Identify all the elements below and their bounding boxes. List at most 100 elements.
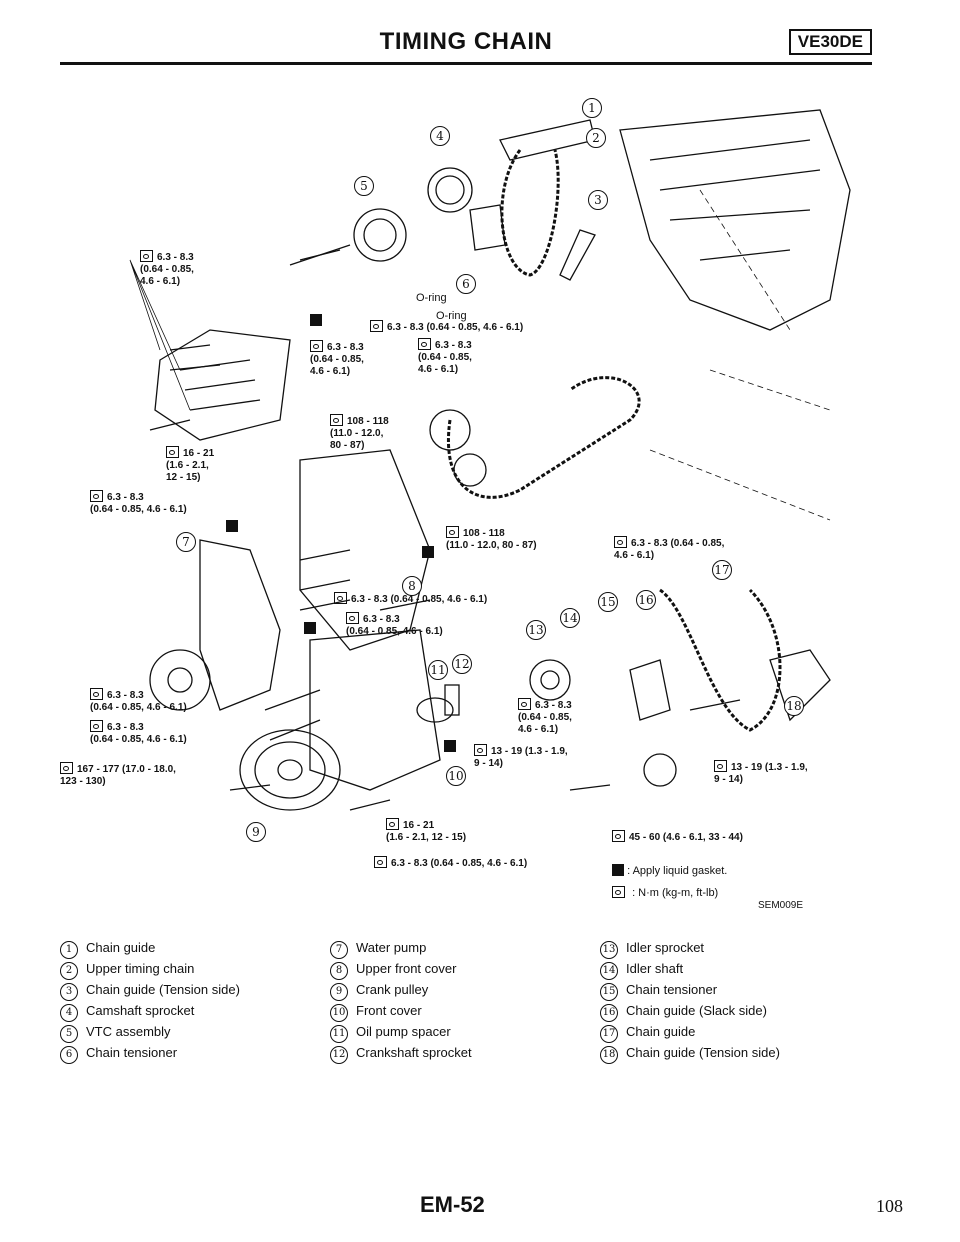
callout-16: 16 <box>636 590 656 610</box>
torque-icon <box>418 338 431 350</box>
torque-spec: 6.3 - 8.3 (0.64 - 0.85, 4.6 - 6.1) <box>418 338 472 375</box>
torque-spec: 108 - 118 (11.0 - 12.0, 80 - 87) <box>330 414 389 451</box>
torque-spec: 6.3 - 8.3 (0.64 - 0.85, 4.6 - 6.1) <box>614 536 725 561</box>
torque-icon <box>518 698 531 710</box>
torque-icon <box>474 744 487 756</box>
torque-spec: 6.3 - 8.3 (0.64 - 0.85, 4.6 - 6.1) <box>346 612 443 637</box>
callout-2: 2 <box>586 128 606 148</box>
callout-13: 13 <box>526 620 546 640</box>
torque-icon <box>612 886 625 898</box>
torque-icon <box>90 688 103 700</box>
torque-icon <box>60 762 73 774</box>
callout-14: 14 <box>560 608 580 628</box>
torque-spec: 6.3 - 8.3 (0.64 - 0.85, 4.6 - 6.1) <box>370 320 523 334</box>
gasket-mark <box>422 546 434 558</box>
torque-icon <box>346 612 359 624</box>
idler-sprocket <box>529 659 571 701</box>
oring-label-2: O-ring <box>436 310 467 322</box>
callout-7: 7 <box>176 532 196 552</box>
torque-spec: 13 - 19 (1.3 - 1.9, 9 - 14) <box>474 744 568 769</box>
callout-5: 5 <box>354 176 374 196</box>
gasket-mark <box>304 622 316 634</box>
callout-1: 1 <box>582 98 602 118</box>
gasket-icon <box>612 864 624 876</box>
page-number: 108 <box>876 1196 903 1216</box>
chain-guide-upper <box>499 119 596 161</box>
torque-spec: 6.3 - 8.3 (0.64 - 0.85, 4.6 - 6.1) <box>140 250 194 287</box>
callout-18: 18 <box>784 696 804 716</box>
header-rule <box>60 62 872 65</box>
callout-10: 10 <box>446 766 466 786</box>
page-code: EM-52 <box>420 1192 485 1217</box>
image-code: SEM009E <box>758 900 804 911</box>
oring-label-1: O-ring <box>416 292 447 304</box>
torque-spec: 6.3 - 8.3 (0.64 - 0.85, 4.6 - 6.1) <box>90 490 187 515</box>
legend-gasket: : Apply liquid gasket. <box>612 864 727 877</box>
torque-icon <box>446 526 459 538</box>
callout-11: 11 <box>428 660 448 680</box>
torque-icon <box>90 490 103 502</box>
gasket-mark <box>310 314 322 326</box>
gasket-mark <box>444 740 456 752</box>
exploded-diagram: 1 2 3 4 5 6 7 8 9 10 11 12 13 14 15 16 1… <box>50 70 880 920</box>
torque-spec: 45 - 60 (4.6 - 6.1, 33 - 44) <box>612 830 743 844</box>
torque-spec: 13 - 19 (1.3 - 1.9, 9 - 14) <box>714 760 808 785</box>
torque-spec: 167 - 177 (17.0 - 18.0, 123 - 130) <box>60 762 176 787</box>
page-title: TIMING CHAIN <box>379 28 553 55</box>
torque-icon <box>140 250 153 262</box>
callout-8: 8 <box>402 576 422 596</box>
callout-9: 9 <box>246 822 266 842</box>
torque-spec: 16 - 21 (1.6 - 2.1, 12 - 15) <box>166 446 215 483</box>
engine-block <box>619 109 851 331</box>
vtc-assembly <box>353 208 407 262</box>
torque-spec: 6.3 - 8.3 (0.64 - 0.85, 4.6 - 6.1) <box>90 688 187 713</box>
torque-icon <box>166 446 179 458</box>
legend-torque: : N·m (kg-m, ft-lb) <box>612 886 718 900</box>
upper-front-cover <box>154 329 291 441</box>
lower-timing-chain <box>447 376 641 499</box>
camshaft-sprocket <box>427 167 473 213</box>
engine-code-badge: VE30DE <box>788 29 872 55</box>
torque-icon <box>90 720 103 732</box>
torque-spec: 108 - 118 (11.0 - 12.0, 80 - 87) <box>446 526 537 551</box>
torque-spec: 6.3 - 8.3 (0.64 - 0.85, 4.6 - 6.1) <box>518 698 572 735</box>
torque-icon <box>334 592 347 604</box>
callout-17: 17 <box>712 560 732 580</box>
torque-spec: 6.3 - 8.3 (0.64 - 0.85, 4.6 - 6.1) <box>310 340 364 377</box>
torque-spec: 16 - 21 (1.6 - 2.1, 12 - 15) <box>386 818 467 843</box>
torque-spec: 6.3 - 8.3 (0.64 - 0.85, 4.6 - 6.1) <box>90 720 187 745</box>
torque-icon <box>374 856 387 868</box>
upper-timing-chain <box>500 149 560 277</box>
torque-icon <box>714 760 727 772</box>
torque-icon <box>614 536 627 548</box>
crank-pulley <box>239 729 341 811</box>
callout-4: 4 <box>430 126 450 146</box>
torque-icon <box>310 340 323 352</box>
torque-icon <box>370 320 383 332</box>
water-pump <box>199 539 281 711</box>
callout-6: 6 <box>456 274 476 294</box>
torque-icon <box>330 414 343 426</box>
callout-12: 12 <box>452 654 472 674</box>
callout-15: 15 <box>598 592 618 612</box>
torque-spec: 6.3 - 8.3 (0.64 - 0.85, 4.6 - 6.1) <box>374 856 527 870</box>
